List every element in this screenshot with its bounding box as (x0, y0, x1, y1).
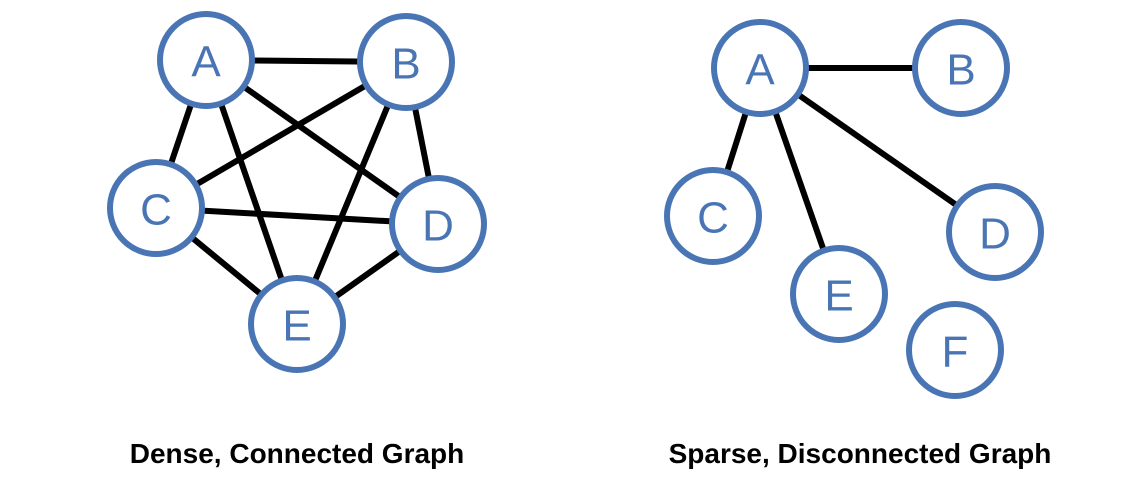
sparse-node-circle (664, 167, 762, 265)
sparse-node-f: F (906, 301, 1004, 399)
sparse-node-label: E (824, 272, 853, 321)
sparse-node-circle (912, 19, 1010, 117)
sparse-node-b: B (912, 19, 1010, 117)
dense-node-circle (107, 159, 205, 257)
dense-node-label: C (140, 186, 172, 235)
dense-node-label: D (422, 202, 454, 251)
dense-node-circle (389, 175, 487, 273)
sparse-graph: A B C D E F (664, 19, 1044, 399)
sparse-node-circle (711, 19, 809, 117)
sparse-node-label: A (745, 46, 775, 95)
dense-node-circle (248, 275, 346, 373)
sparse-node-a: A (711, 19, 809, 117)
sparse-node-circle (906, 301, 1004, 399)
sparse-node-circle (946, 183, 1044, 281)
dense-node-label: B (391, 40, 420, 89)
dense-node-circle (357, 13, 455, 111)
sparse-graph-caption: Sparse, Disconnected Graph (668, 438, 1052, 469)
dense-node-c: C (107, 159, 205, 257)
sparse-node-label: C (697, 194, 729, 243)
sparse-node-e: E (790, 245, 888, 343)
dense-node-b: B (357, 13, 455, 111)
dense-node-a: A (157, 11, 255, 109)
sparse-node-label: F (942, 328, 969, 377)
dense-node-label: A (191, 38, 221, 87)
dense-graph: A B C D E (107, 11, 487, 373)
sparse-node-d: D (946, 183, 1044, 281)
dense-graph-nodes: A B C D E (107, 11, 487, 373)
dense-node-d: D (389, 175, 487, 273)
sparse-node-circle (790, 245, 888, 343)
sparse-node-c: C (664, 167, 762, 265)
dense-graph-caption: Dense, Connected Graph (129, 438, 465, 469)
dense-node-circle (157, 11, 255, 109)
sparse-node-label: B (946, 46, 975, 95)
dense-node-label: E (282, 302, 311, 351)
dense-node-e: E (248, 275, 346, 373)
sparse-node-label: D (979, 210, 1011, 259)
sparse-graph-nodes: A B C D E F (664, 19, 1044, 399)
